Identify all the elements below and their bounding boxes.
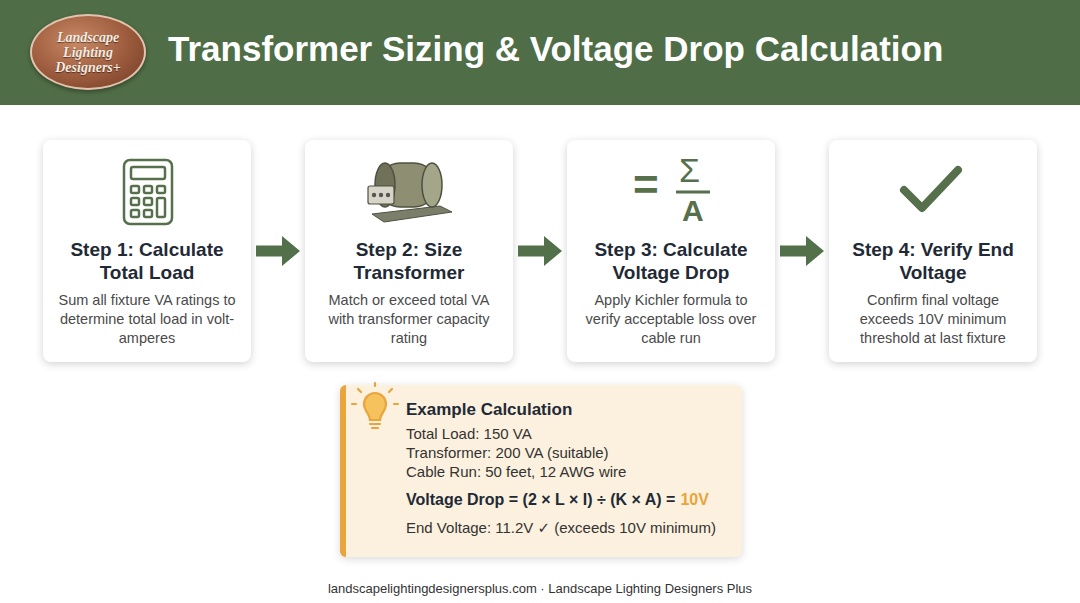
example-line: Total Load: 150 VA bbox=[406, 424, 728, 443]
flow-arrow bbox=[780, 236, 824, 266]
logo-text: Landscape Lighting Designers+ bbox=[46, 30, 130, 75]
fraction-bar bbox=[676, 191, 710, 194]
step-heading: Step 2: Size Transformer bbox=[317, 238, 501, 284]
step-description: Match or exceed total VA with transforme… bbox=[317, 291, 501, 348]
formula-row: Voltage Drop = (2 × L × I) ÷ (K × A) = 10… bbox=[406, 489, 728, 510]
step-card: Step 4: Verify End VoltageConfirm final … bbox=[829, 140, 1037, 362]
example-line: Cable Run: 50 feet, 12 AWG wire bbox=[406, 462, 728, 481]
step-description: Sum all fixture VA ratings to determine … bbox=[55, 291, 239, 348]
icon-glyph: = bbox=[633, 163, 659, 207]
step-description: Confirm final voltage exceeds 10V minimu… bbox=[841, 291, 1025, 348]
example-box: Example CalculationTotal Load: 150 VATra… bbox=[340, 385, 742, 557]
icon-glyph: A bbox=[682, 195, 704, 227]
formula-text: Voltage Drop = (2 × L × I) ÷ (K × A) = bbox=[406, 491, 675, 508]
step-card: Step 1: Calculate Total LoadSum all fixt… bbox=[43, 140, 251, 362]
step-card: Step 3: Calculate Voltage DropApply Kich… bbox=[567, 140, 775, 362]
flow-arrow bbox=[518, 236, 562, 266]
example-heading: Example Calculation bbox=[406, 399, 728, 421]
step-heading: Step 1: Calculate Total Load bbox=[55, 238, 239, 284]
diagram-title: Transformer Sizing & Voltage Drop Calcul… bbox=[168, 26, 1068, 72]
footer-caption: landscapelightingdesignersplus.com · Lan… bbox=[0, 580, 1080, 598]
icon-glyph: Σ bbox=[679, 152, 700, 188]
flow-arrow bbox=[256, 236, 300, 266]
step-heading: Step 3: Calculate Voltage Drop bbox=[579, 238, 763, 284]
formula-result: 10V bbox=[680, 491, 708, 508]
logo-badge: Landscape Lighting Designers+ bbox=[30, 14, 146, 90]
step-description: Apply Kichler formula to verify acceptab… bbox=[579, 291, 763, 348]
example-line: End Voltage: 11.2V ✓ (exceeds 10V minimu… bbox=[406, 518, 728, 537]
example-line: Transformer: 200 VA (suitable) bbox=[406, 443, 728, 462]
step-heading: Step 4: Verify End Voltage bbox=[841, 238, 1025, 284]
transformer-icon bbox=[368, 163, 452, 222]
